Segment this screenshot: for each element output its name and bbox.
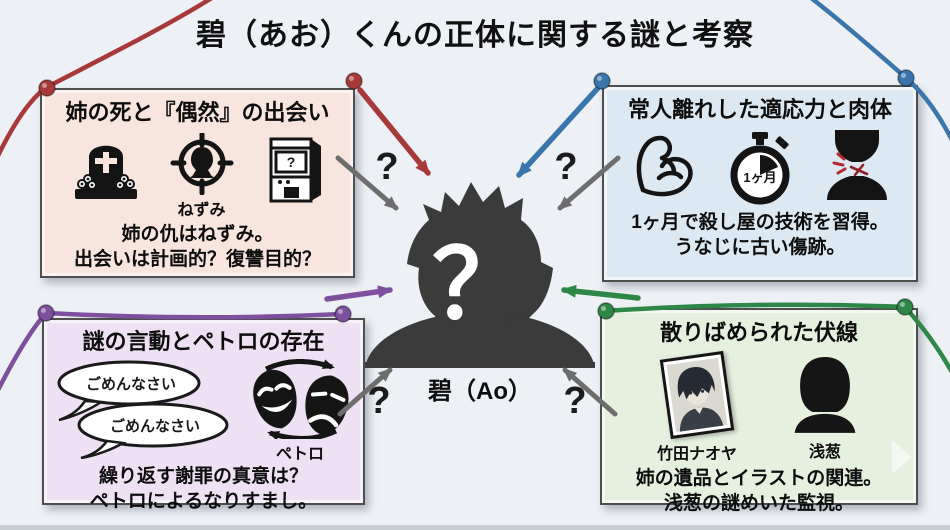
masks-icon-column: ペトロ [244,359,356,464]
note-adaptability-icons: 1ヶ月 [604,130,916,208]
question-mark-bottom-left: ? [367,380,391,422]
photo-column: 竹田ナオヤ [656,350,737,464]
note-sister-death-title: 姉の死と『偶然』の出会い [65,100,330,125]
note-foreshadowing-caption: 姉の遺品とイラストの関連。 浅葱の謎めいた監視。 [635,468,883,515]
stopwatch-label: 1ヶ月 [743,170,776,185]
theater-masks-icon [253,359,349,439]
note-petro-title: 謎の言動とペトロの存在 [82,329,325,354]
note-petro-icons: ごめんなさい ごめんなさい [44,359,363,464]
takeda-portrait-icon [666,357,728,433]
arcade-machine-icon: ? [269,137,321,203]
arcade-screen-mark: ? [286,154,295,170]
note-adaptability-caption: 1ヶ月で殺し屋の技術を習得。 うなじに古い傷跡。 [631,212,889,259]
apology-bubble-2: ごめんなさい [110,417,200,435]
note-foreshadowing-title: 散りばめられた伏線 [659,320,858,345]
purple-string-left [0,310,49,392]
purple-string-top [43,310,346,320]
apology-speech-bubbles-icon: ごめんなさい ごめんなさい [57,360,229,459]
note-petro-caption: 繰り返す謝罪の真意は？ ペトロによるなりすまし。 [89,466,318,513]
asagi-label: 浅葱 [808,444,841,461]
mystery-person-silhouette: ？ [365,182,595,368]
note-foreshadowing: 散りばめられた伏線 竹田ナオヤ [600,308,918,514]
asagi-column: 浅葱 [789,355,861,462]
masks-label: ペトロ [275,446,324,463]
takeda-photo [659,350,735,440]
note-adaptability-title: 常人離れした適応力と肉体 [627,97,892,122]
red-pin [345,72,363,90]
note-foreshadowing-icons: 竹田ナオヤ 浅葱 [602,350,916,464]
next-chevron-icon [892,440,912,474]
question-mark-top-right: ? [554,146,578,188]
center-name-label: 碧（Ao） [428,378,532,405]
bottom-edge-strip [0,525,950,530]
apology-bubble-1: ごめんなさい [86,375,176,393]
target-icon-column: ねずみ [167,133,237,220]
note-sister-death: 姉の死と『偶然』の出会い [40,88,355,278]
note-petro: 謎の言動とペトロの存在 ごめんなさい ごめんなさい [42,318,365,512]
muscle-arm-icon [636,135,693,197]
note-sister-death-caption: 姉の仇はねずみ。 出会いは計画的？復讐目的？ [73,224,321,271]
note-sister-death-icons: ねずみ ? [42,133,353,220]
photo-label: 竹田ナオヤ [656,446,737,463]
question-mark-top-left: ? [375,146,399,188]
crosshair-target-icon [170,133,233,195]
question-mark-bottom-right: ? [563,380,587,422]
woman-silhouette-icon [794,357,856,433]
grave-icon [74,145,137,199]
neck-scar-icon [827,130,887,200]
stopwatch-icon: 1ヶ月 [730,132,790,205]
target-label: ねずみ [177,202,226,219]
note-adaptability: 常人離れした適応力と肉体 1ヶ月 [602,85,918,282]
blue-pin [897,69,915,87]
page-title: 碧（あお）くんの正体に関する謎と考察 [196,19,754,52]
face-question-mark: ？ [432,232,528,339]
